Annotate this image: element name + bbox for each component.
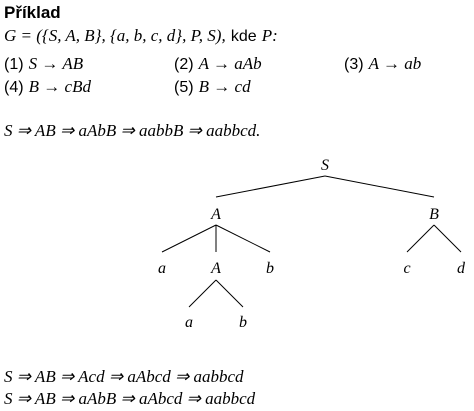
derivation-right: S ⇒ AB ⇒ Acd ⇒ aAbcd ⇒ aabbcd bbox=[4, 367, 244, 386]
rule-production: B → cd bbox=[198, 77, 251, 96]
slide-title: Příklad bbox=[4, 3, 61, 22]
tree-leaf-d: d bbox=[457, 260, 466, 277]
rule-4: (4) B → cBd bbox=[4, 77, 91, 98]
grammar-definition: G = ({S, A, B}, {a, b, c, d}, P, S), bbox=[4, 26, 226, 45]
grammar-p-label: P: bbox=[261, 26, 278, 45]
rule-production: B → cBd bbox=[28, 77, 91, 96]
edge-b-d bbox=[433, 224, 462, 253]
rule-number: (3) bbox=[344, 56, 364, 73]
rule-number: (4) bbox=[4, 79, 24, 96]
rule-number: (1) bbox=[4, 56, 24, 73]
tree-node-b: B bbox=[429, 206, 439, 223]
rule-production: A → aAb bbox=[198, 54, 262, 73]
edge-ainner-a bbox=[188, 279, 217, 308]
edge-a-a bbox=[161, 224, 217, 253]
rule-1: (1) S → AB bbox=[4, 54, 83, 75]
rule-number: (5) bbox=[174, 79, 194, 96]
tree-node-a: A bbox=[210, 206, 221, 223]
rule-2: (2) A → aAb bbox=[174, 54, 262, 75]
rule-production: A → ab bbox=[368, 54, 422, 73]
grammar-definition-line: G = ({S, A, B}, {a, b, c, d}, P, S), kde… bbox=[4, 26, 278, 47]
edge-s-a bbox=[215, 175, 326, 198]
tree-leaf-a: a bbox=[158, 260, 166, 277]
tree-leaf-b: b bbox=[266, 260, 274, 277]
derivation-left: S ⇒ AB ⇒ aAbB ⇒ aAbcd ⇒ aabbcd bbox=[4, 389, 256, 408]
edge-b-c bbox=[406, 224, 435, 253]
rule-5: (5) B → cd bbox=[174, 77, 251, 98]
tree-leaf-c: c bbox=[403, 260, 410, 277]
tree-leaf-inner-b: b bbox=[239, 314, 247, 331]
edge-ainner-b bbox=[215, 279, 244, 308]
edge-s-b bbox=[324, 175, 435, 198]
tree-node-a-inner: A bbox=[210, 260, 221, 277]
edge-a-b bbox=[215, 224, 271, 253]
tree-leaf-inner-a: a bbox=[185, 314, 193, 331]
grammar-kde-word: kde bbox=[230, 28, 257, 45]
tree-node-root: S bbox=[321, 157, 329, 174]
rule-number: (2) bbox=[174, 56, 194, 73]
rule-3: (3) A → ab bbox=[344, 54, 421, 75]
main-derivation: S ⇒ AB ⇒ aAbB ⇒ aabbB ⇒ aabbcd. bbox=[4, 121, 261, 140]
rule-production: S → AB bbox=[28, 54, 84, 73]
